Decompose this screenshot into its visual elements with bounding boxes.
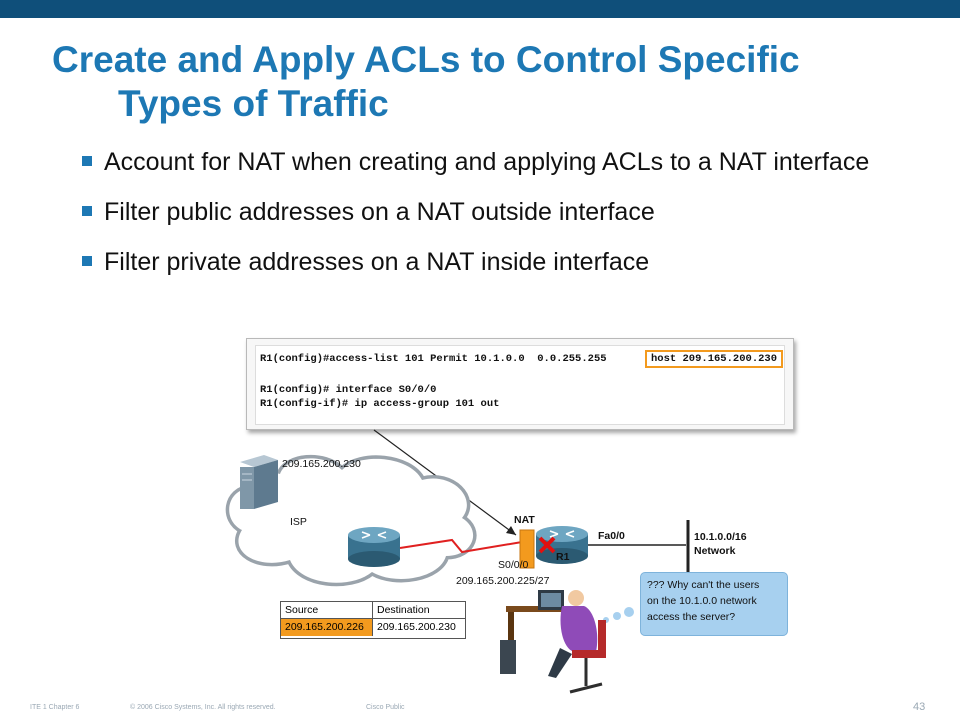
bullet-item: Account for NAT when creating and applyi… <box>82 148 922 177</box>
bullet-list: Account for NAT when creating and applyi… <box>82 148 922 298</box>
top-bar <box>0 0 960 18</box>
bubble-line-2: on the 10.1.0.0 network <box>647 595 757 607</box>
slide-title: Create and Apply ACLs to Control Specifi… <box>52 38 942 126</box>
nat-box <box>519 529 535 569</box>
nat-label: NAT <box>514 514 535 526</box>
config-console: R1(config)#access-list 101 Permit 10.1.0… <box>246 338 794 430</box>
bullet-square-icon <box>82 206 92 216</box>
network-address-label: 10.1.0.0/16 <box>694 531 747 543</box>
bullet-text: Filter private addresses on a NAT inside… <box>104 248 650 276</box>
thought-dot <box>613 612 621 620</box>
bullet-text: Filter public addresses on a NAT outside… <box>104 198 655 226</box>
bullet-text: Account for NAT when creating and applyi… <box>104 148 870 176</box>
r1-router-icon <box>536 526 588 564</box>
console-line-1: R1(config)#access-list 101 Permit 10.1.0… <box>260 353 607 365</box>
serial-ip-label: 209.165.200.225/27 <box>456 575 550 587</box>
table-header-source: Source <box>281 602 373 619</box>
table-cell-source: 209.165.200.226 <box>281 619 373 636</box>
footer-course: ITE 1 Chapter 6 <box>30 704 80 711</box>
bubble-line-1: ??? Why can't the users <box>647 579 760 591</box>
server-ip-label: 209.165.200.230 <box>282 458 361 470</box>
console-screen: R1(config)#access-list 101 Permit 10.1.0… <box>255 345 785 425</box>
bullet-square-icon <box>82 156 92 166</box>
title-line-1: Create and Apply ACLs to Control Specifi… <box>52 39 800 80</box>
blocked-x-icon <box>538 536 556 554</box>
server-icon <box>240 455 278 509</box>
isp-cloud-icon <box>225 454 477 587</box>
console-line-2: R1(config)# interface S0/0/0 <box>260 384 437 396</box>
footer-copyright: © 2006 Cisco Systems, Inc. All rights re… <box>130 704 276 711</box>
isp-label: ISP <box>290 516 307 528</box>
serial-port-label: S0/0/0 <box>498 559 529 571</box>
bubble-line-3: access the server? <box>647 611 736 623</box>
bullet-square-icon <box>82 256 92 266</box>
isp-router-icon <box>348 527 400 567</box>
serial-link <box>399 538 523 554</box>
question-bubble: ??? Why can't the users on the 10.1.0.0 … <box>640 572 788 636</box>
page-number: 43 <box>913 701 926 713</box>
network-label: Network <box>694 545 736 557</box>
bullet-item: Filter public addresses on a NAT outside… <box>82 198 922 227</box>
table-header-destination: Destination <box>373 602 465 619</box>
fa-port-label: Fa0/0 <box>598 530 625 542</box>
bullet-item: Filter private addresses on a NAT inside… <box>82 248 922 277</box>
user-at-desk-icon <box>500 590 606 694</box>
thought-dot <box>624 607 634 617</box>
footer-classification: Cisco Public <box>366 704 405 711</box>
r1-label: R1 <box>556 551 570 563</box>
pointer-arrowhead <box>506 526 516 535</box>
console-highlight: host 209.165.200.230 <box>645 350 784 368</box>
packet-table: Source Destination 209.165.200.226 209.1… <box>280 601 466 639</box>
console-line-3: R1(config-if)# ip access-group 101 out <box>260 398 500 410</box>
title-line-2: Types of Traffic <box>118 83 389 124</box>
table-cell-destination: 209.165.200.230 <box>377 621 456 633</box>
